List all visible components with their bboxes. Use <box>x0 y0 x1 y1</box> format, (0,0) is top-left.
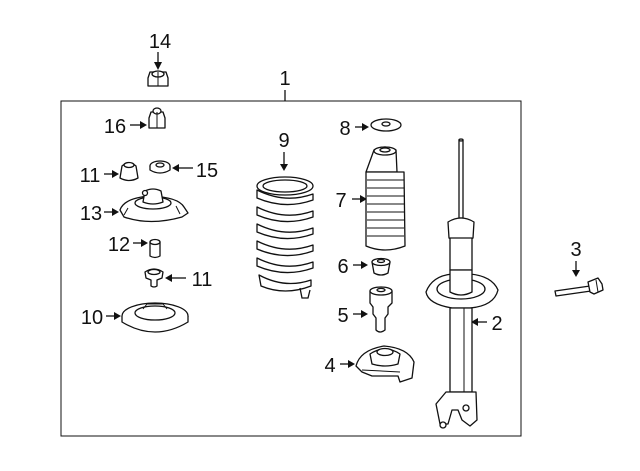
callout-12-label: 12 <box>108 234 130 256</box>
callout-6-arrowhead <box>361 261 368 269</box>
part-12-collar[interactable] <box>149 238 161 259</box>
callout-3-arrowhead <box>572 270 580 277</box>
callout-7-arrowhead <box>360 195 367 203</box>
callout-16[interactable]: 16 <box>104 116 147 138</box>
callout-3-label: 3 <box>570 239 581 261</box>
callout-11-lower[interactable]: 11 <box>165 269 212 291</box>
part-16-nut[interactable] <box>148 107 166 129</box>
part-8-washer[interactable] <box>370 118 402 132</box>
part-11-bushing-lower[interactable] <box>144 268 164 288</box>
callout-11-lower-label: 11 <box>192 269 213 291</box>
callout-15-label: 15 <box>196 160 218 182</box>
part-15-washer[interactable] <box>149 160 171 174</box>
callout-7[interactable]: 7 <box>335 190 367 212</box>
part-11-bushing-upper[interactable] <box>119 161 139 182</box>
callout-13[interactable]: 13 <box>80 203 119 225</box>
callout-14-label: 14 <box>149 31 171 53</box>
callout-1-label: 1 <box>279 68 290 90</box>
callout-13-arrowhead <box>112 208 119 216</box>
callout-15-arrowhead <box>172 164 179 172</box>
part-4-spring-seat[interactable] <box>355 345 415 383</box>
callout-12[interactable]: 12 <box>108 234 148 256</box>
callout-7-label: 7 <box>335 190 346 212</box>
part-9-coil-spring[interactable] <box>256 176 314 299</box>
part-13-strut-mount[interactable] <box>119 188 189 223</box>
callout-5-arrowhead <box>361 310 368 318</box>
callout-16-label: 16 <box>104 116 126 138</box>
callout-4[interactable]: 4 <box>324 355 355 377</box>
callout-8-label: 8 <box>339 118 350 140</box>
part-3-bolt[interactable] <box>554 277 604 297</box>
callout-8-arrowhead <box>362 123 369 131</box>
part-7-dust-boot[interactable] <box>365 146 406 251</box>
callout-10-arrowhead <box>114 312 121 320</box>
callout-14-arrowhead <box>154 62 162 70</box>
callout-2-label: 2 <box>491 313 502 335</box>
callout-5-label: 5 <box>337 305 348 327</box>
callout-9-label: 9 <box>278 130 289 152</box>
part-2-shock-absorber[interactable] <box>425 138 499 429</box>
callout-12-arrowhead <box>141 239 148 247</box>
callout-11-upper-arrowhead <box>112 170 119 178</box>
callout-1[interactable]: 1 <box>279 68 291 101</box>
callout-14[interactable]: 14 <box>149 31 171 70</box>
callout-10[interactable]: 10 <box>81 307 121 329</box>
callout-6[interactable]: 6 <box>337 256 368 278</box>
callout-9-arrowhead <box>280 164 288 171</box>
callout-3[interactable]: 3 <box>570 239 582 277</box>
callout-16-arrowhead <box>140 121 147 129</box>
callout-5[interactable]: 5 <box>337 305 368 327</box>
callout-10-label: 10 <box>81 307 103 329</box>
callout-11-upper[interactable]: 11 <box>80 165 119 187</box>
callout-8[interactable]: 8 <box>339 118 369 140</box>
part-5-bump-stop[interactable] <box>369 286 393 333</box>
callout-11-lower-arrowhead <box>165 274 172 282</box>
part-10-spring-insulator[interactable] <box>121 302 189 333</box>
callout-9[interactable]: 9 <box>278 130 290 171</box>
callout-2[interactable]: 2 <box>471 313 503 335</box>
callout-4-label: 4 <box>324 355 335 377</box>
callout-11-upper-label: 11 <box>80 165 101 187</box>
part-6-bushing[interactable] <box>371 257 391 276</box>
callout-2-arrowhead <box>471 318 478 326</box>
callout-4-arrowhead <box>348 360 355 368</box>
part-14-nut[interactable] <box>147 70 169 87</box>
assembly-frame <box>60 100 522 437</box>
callout-13-label: 13 <box>80 203 102 225</box>
callout-15[interactable]: 15 <box>172 160 218 182</box>
callout-6-label: 6 <box>337 256 348 278</box>
